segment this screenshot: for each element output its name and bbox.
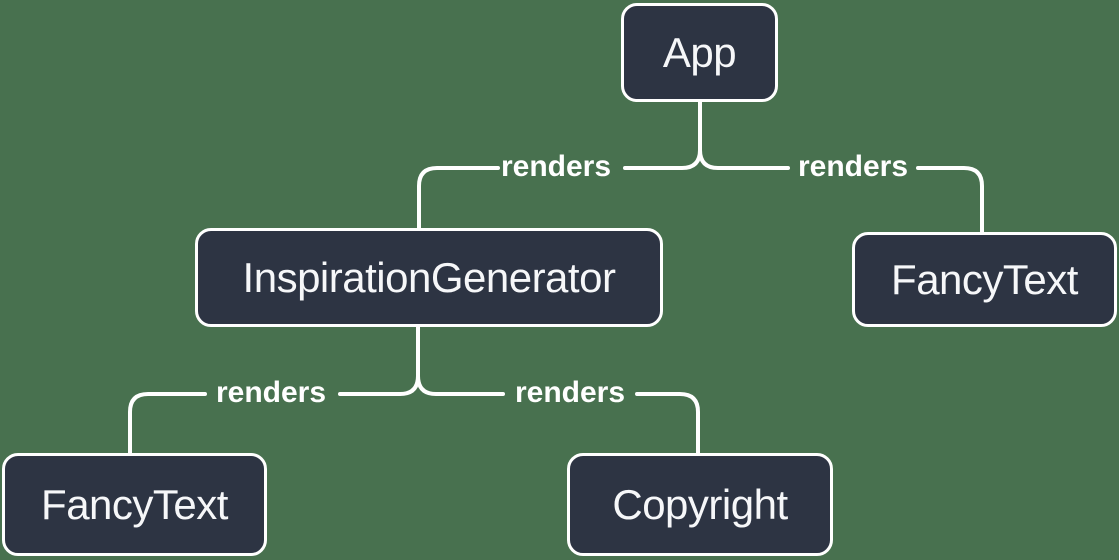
edge-inspirationgenerator-fancytext-fork (338, 374, 420, 396)
edge-label-app-fancytext: renders (797, 150, 909, 183)
edge-label-inspirationgenerator-copyright: renders (514, 376, 626, 409)
edge-app-fancytext-tail (916, 166, 984, 234)
edge-app-fancytext-fork (698, 148, 790, 170)
node-fancy-text-top: FancyText (852, 232, 1117, 327)
node-copyright: Copyright (567, 453, 833, 556)
edge-label-inspirationgenerator-fancytext: renders (215, 376, 327, 409)
edge-inspirationgenerator-copyright-tail (635, 392, 700, 455)
node-fancy-text-bottom: FancyText (2, 453, 267, 556)
edges-from-app (417, 100, 984, 234)
node-inspiration-generator: InspirationGenerator (195, 228, 663, 327)
node-app: App (621, 3, 778, 102)
edge-app-inspirationgenerator-fork (623, 148, 702, 170)
edge-inspirationgenerator-fancytext-tail (128, 392, 207, 455)
edges-from-inspirationgenerator (128, 325, 700, 455)
edge-label-app-inspirationgenerator: renders (500, 150, 612, 183)
edge-app-inspirationgenerator-tail (417, 166, 500, 230)
edge-inspirationgenerator-copyright-fork (416, 374, 505, 396)
